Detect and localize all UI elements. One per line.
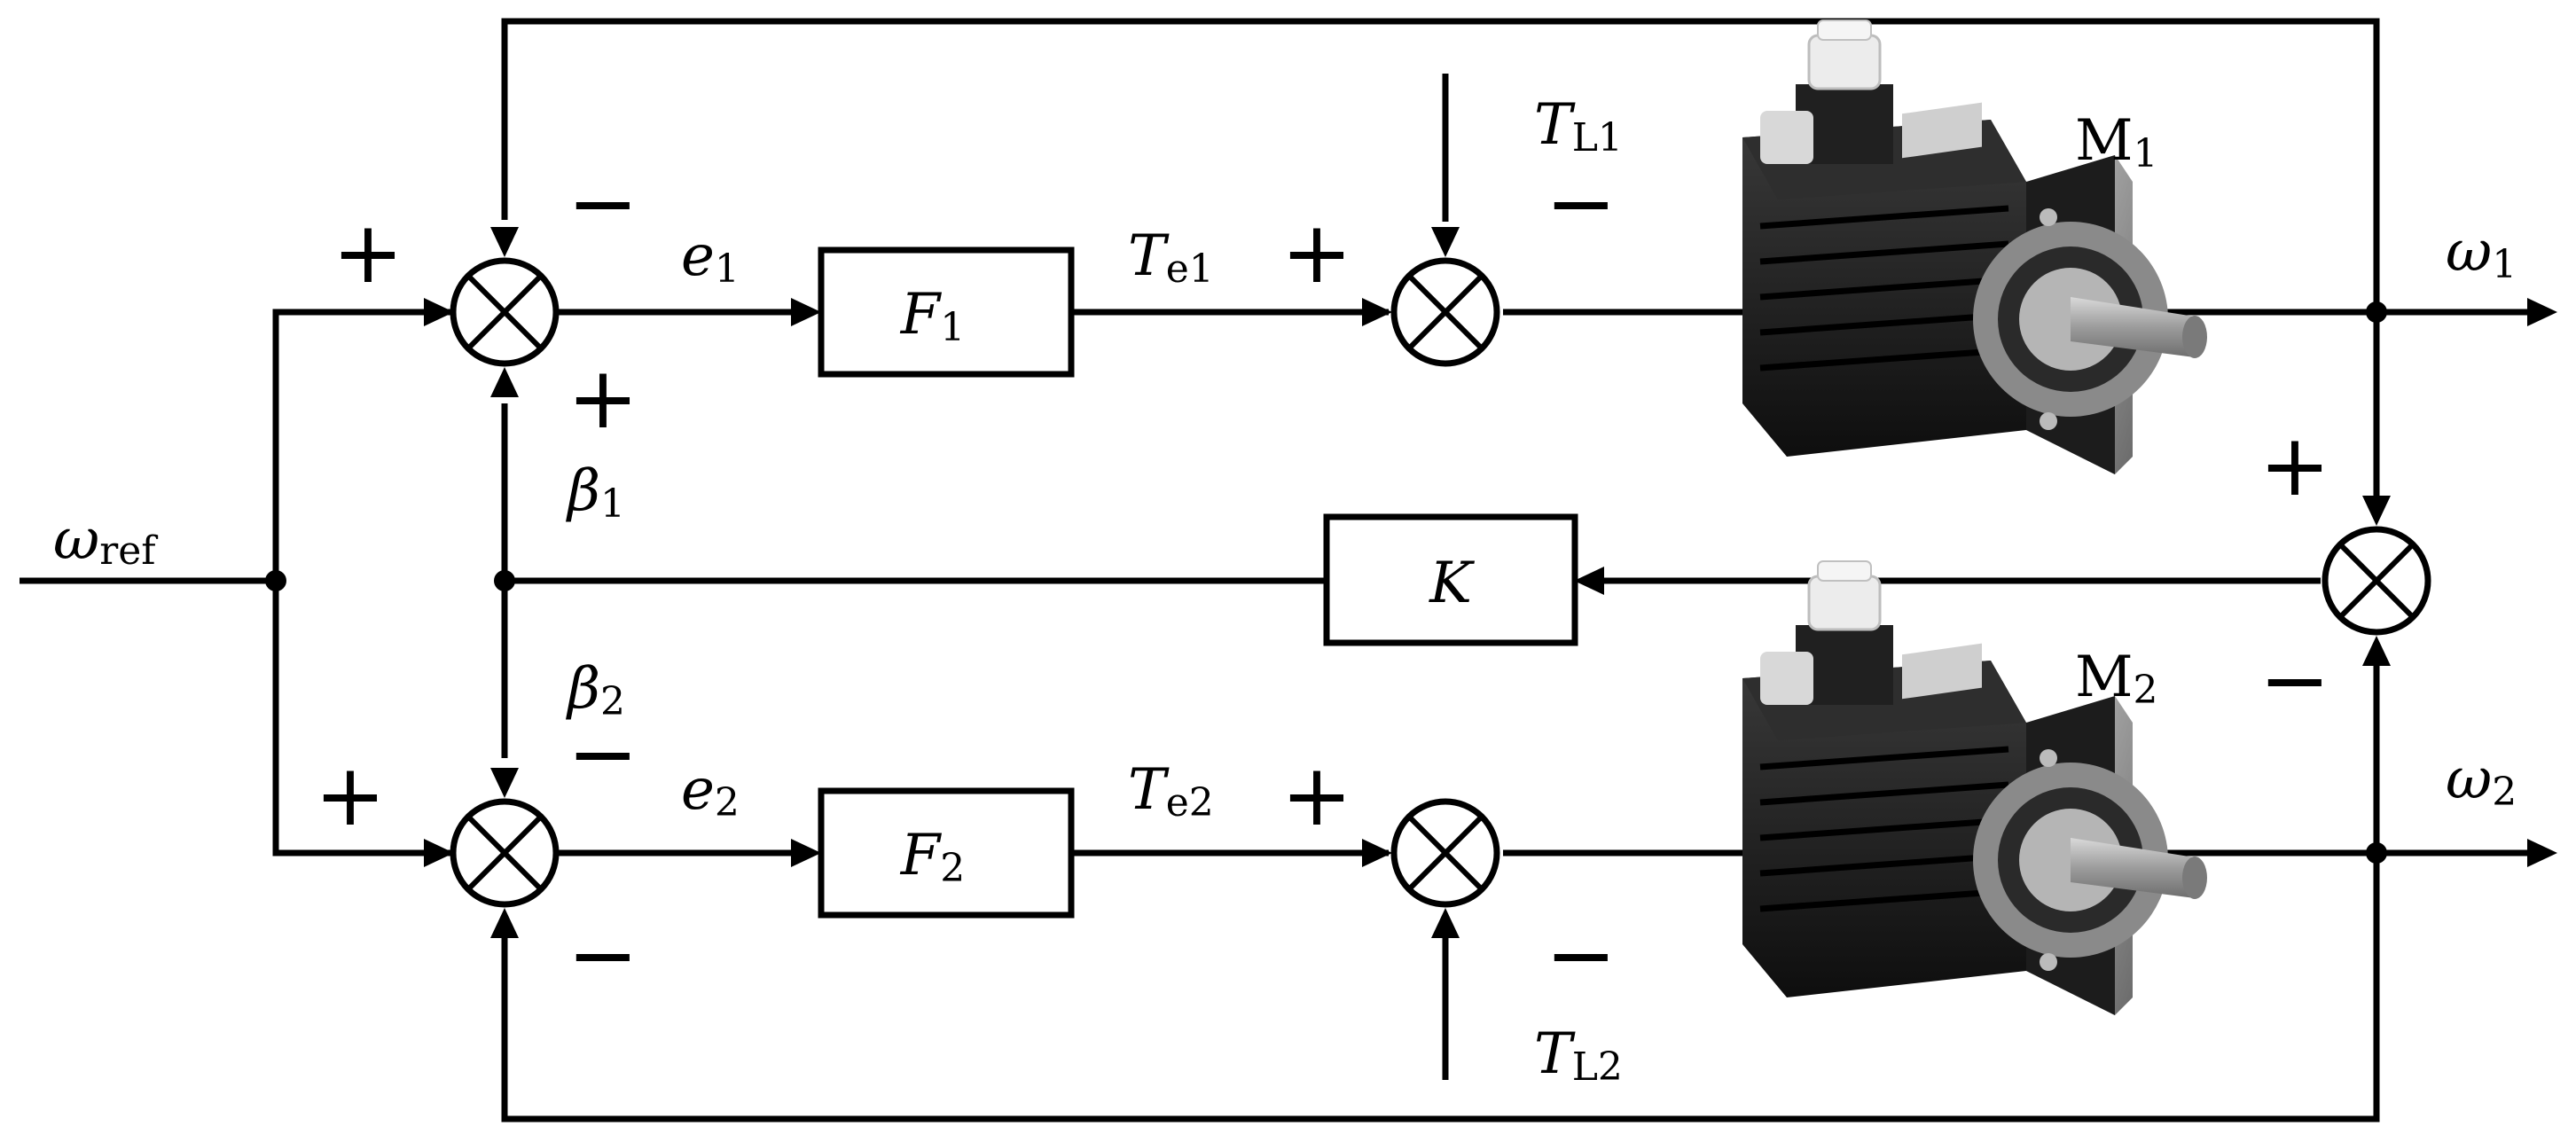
block-f2: F2 bbox=[818, 787, 1075, 919]
sign-sum2-top: − bbox=[568, 704, 638, 803]
arrow-into-sumt1-top bbox=[1431, 227, 1460, 257]
arrow-w2-output bbox=[2527, 839, 2557, 867]
label-m1: M1 bbox=[2075, 108, 2158, 176]
arrow-into-k bbox=[1574, 567, 1604, 595]
polarity-signs: + − + + − − + − + − + − bbox=[315, 153, 2330, 1005]
label-e1: e1 bbox=[681, 223, 740, 292]
svg-text:F2: F2 bbox=[900, 823, 965, 891]
svg-text:F1: F1 bbox=[900, 282, 965, 350]
arrow-into-f2 bbox=[791, 839, 821, 867]
sign-sum1-bottom: + bbox=[568, 348, 638, 448]
label-w1: ω1 bbox=[2446, 219, 2517, 287]
arrow-into-sum2-bottom bbox=[490, 908, 519, 938]
arrow-into-f1 bbox=[791, 298, 821, 326]
sum-junction-2 bbox=[450, 798, 560, 908]
signal-labels: ωref e1 e2 Te1 Te2 TL1 TL2 β1 β2 ω1 ω2 M… bbox=[53, 92, 2517, 1090]
sign-sum2-bottom: − bbox=[568, 905, 638, 1005]
block-f1: F1 bbox=[818, 246, 1075, 378]
arrow-into-sumdiff-bottom bbox=[2362, 636, 2391, 666]
sum-junction-1 bbox=[450, 257, 560, 367]
label-w-ref: ωref bbox=[53, 507, 158, 574]
sign-sum1-top: − bbox=[568, 153, 638, 253]
label-tl1: TL1 bbox=[1534, 92, 1623, 160]
label-tl2: TL2 bbox=[1534, 1021, 1623, 1090]
motor-1-image bbox=[1742, 20, 2207, 474]
sum-junction-torque-2 bbox=[1390, 798, 1500, 908]
block-k: K bbox=[1323, 513, 1578, 646]
junction-beta bbox=[494, 570, 515, 591]
arrow-into-sum2-top bbox=[490, 768, 519, 798]
arrow-into-sum1-left bbox=[424, 298, 454, 326]
label-te1: Te1 bbox=[1128, 223, 1214, 292]
wire-wref-to-sum1 bbox=[272, 309, 454, 581]
sign-sum2-left: + bbox=[315, 746, 386, 845]
label-te2: Te2 bbox=[1128, 757, 1214, 825]
junction-w2 bbox=[2366, 842, 2387, 864]
arrow-into-sumdiff-top bbox=[2362, 496, 2391, 526]
arrow-into-sum2-left bbox=[424, 839, 454, 867]
svg-text:K: K bbox=[1429, 551, 1475, 616]
label-beta2: β2 bbox=[566, 656, 625, 724]
junction-w1 bbox=[2366, 301, 2387, 323]
wire-feedback-w2-to-sum2 bbox=[501, 853, 2380, 1122]
arrow-into-sum1-bottom bbox=[490, 367, 519, 397]
label-beta1: β1 bbox=[566, 458, 625, 527]
wire-feedback-w1-to-sum1 bbox=[501, 18, 2380, 312]
junctions bbox=[265, 301, 2387, 864]
sign-sumt1-left: + bbox=[1281, 203, 1352, 302]
sign-sumdiff-top: + bbox=[2259, 416, 2330, 515]
summing-junctions bbox=[450, 257, 2431, 908]
arrow-into-sumt2-bottom bbox=[1431, 908, 1460, 938]
label-w2: ω2 bbox=[2446, 747, 2517, 815]
label-e2: e2 bbox=[681, 757, 740, 825]
motor-2-image bbox=[1742, 561, 2207, 1015]
arrow-into-sum1-top bbox=[490, 227, 519, 257]
sign-sumt1-top: − bbox=[1546, 153, 1617, 253]
label-m2: M2 bbox=[2075, 645, 2158, 713]
sign-sumt2-bottom: − bbox=[1546, 905, 1617, 1005]
arrow-w1-output bbox=[2527, 298, 2557, 326]
sign-sumdiff-bottom: − bbox=[2259, 630, 2330, 730]
arrow-into-sumt1-left bbox=[1362, 298, 1392, 326]
junction-wref bbox=[265, 570, 286, 591]
sign-sum1-left: + bbox=[333, 203, 403, 302]
sum-junction-speed-difference bbox=[2322, 526, 2431, 636]
sum-junction-torque-1 bbox=[1390, 257, 1500, 367]
signal-wires bbox=[20, 18, 2545, 1122]
sign-sumt2-left: + bbox=[1281, 746, 1352, 845]
wire-wref-to-sum2 bbox=[272, 581, 454, 856]
arrowheads bbox=[424, 227, 2557, 938]
arrow-into-sumt2-left bbox=[1362, 839, 1392, 867]
